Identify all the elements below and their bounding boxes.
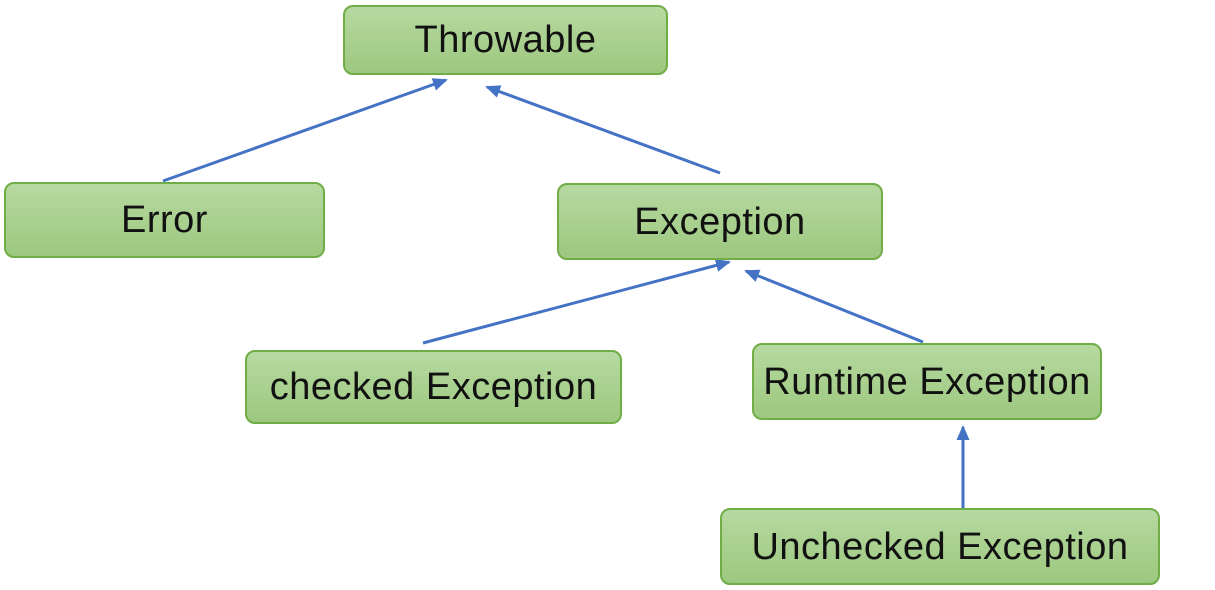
arrow-error-to-throwable <box>162 78 448 183</box>
node-error: Error <box>4 182 325 258</box>
node-throwable-label: Throwable <box>414 19 597 61</box>
node-checked-exception-label: checked Exception <box>269 366 598 408</box>
node-exception: Exception <box>557 183 883 260</box>
node-runtime-exception-label: Runtime Exception <box>763 360 1091 403</box>
node-exception-label: Exception <box>634 200 806 243</box>
node-checked-exception: checked Exception <box>245 350 622 424</box>
arrow-checked-exception-to-exception <box>422 259 731 345</box>
node-throwable: Throwable <box>343 5 668 75</box>
node-error-label: Error <box>121 199 208 241</box>
node-runtime-exception: Runtime Exception <box>752 343 1102 420</box>
node-unchecked-exception: Unchecked Exception <box>720 508 1160 585</box>
arrow-exception-to-throwable <box>485 85 721 175</box>
arrow-runtime-exception-to-exception <box>744 269 924 344</box>
node-unchecked-exception-label: Unchecked Exception <box>751 525 1129 568</box>
